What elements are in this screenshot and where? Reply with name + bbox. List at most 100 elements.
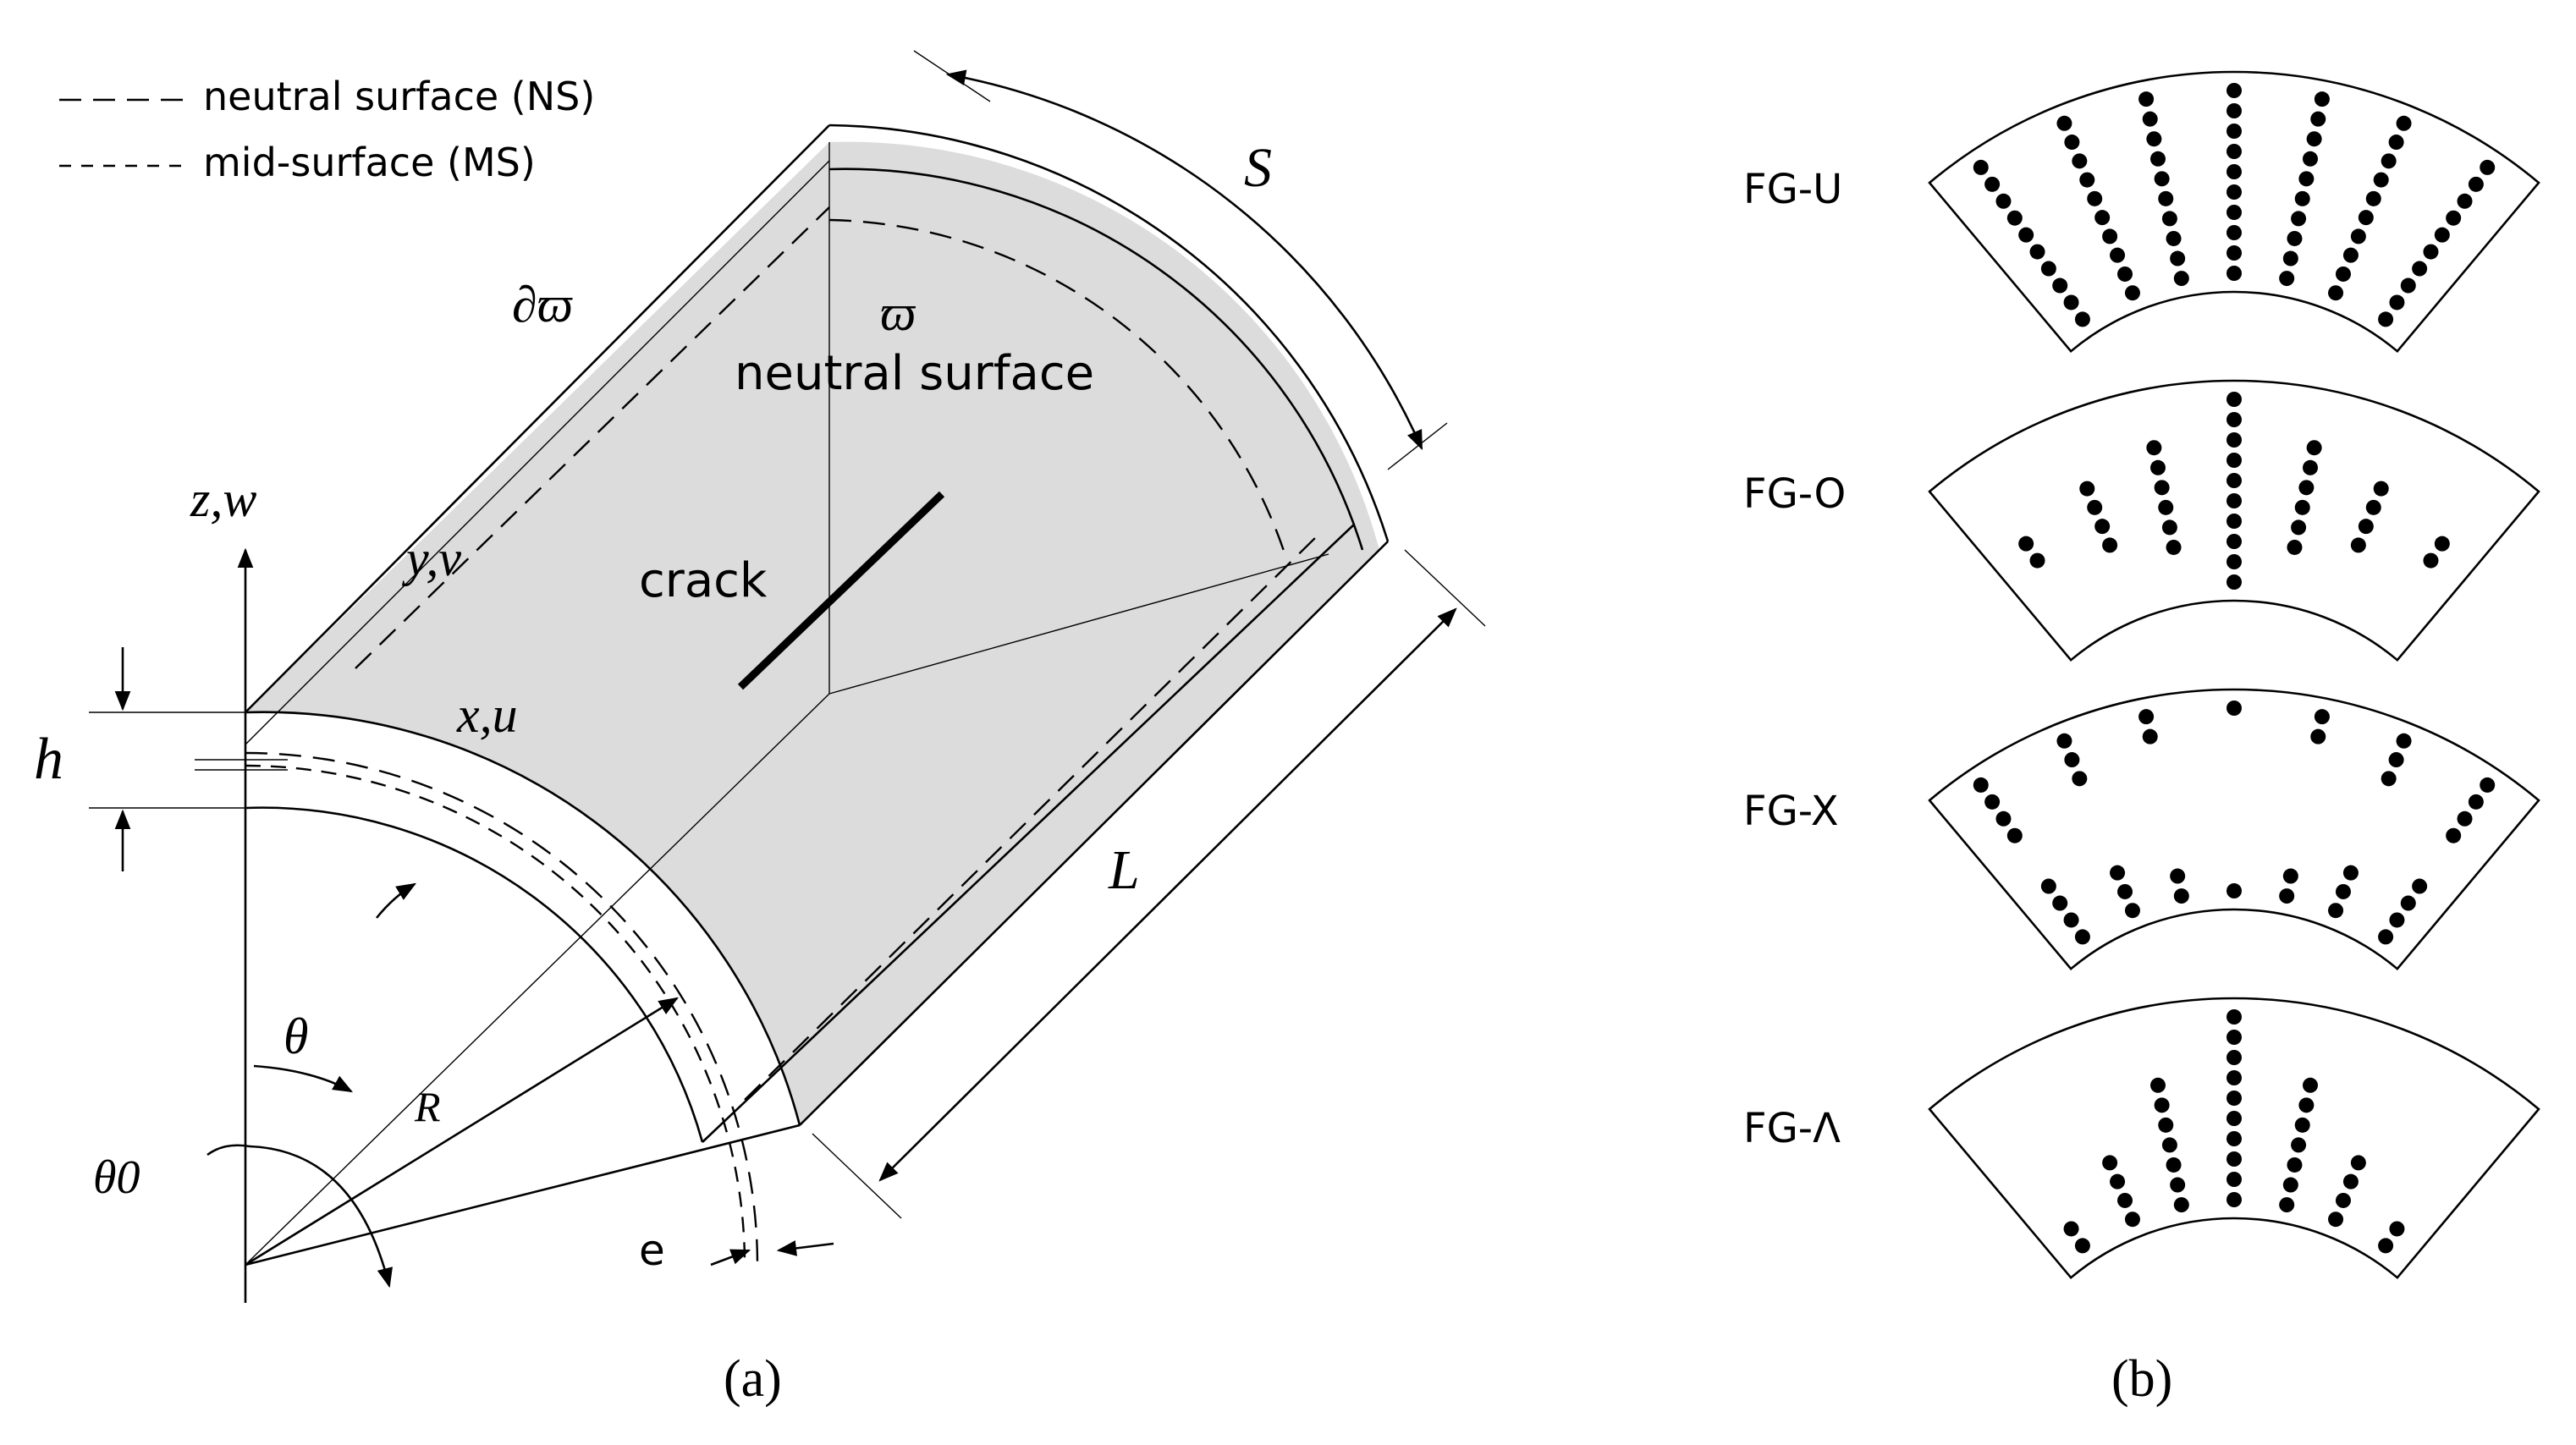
fg-dot (2158, 190, 2174, 206)
fg-dot (2117, 1192, 2133, 1208)
theta-arrow (253, 1064, 354, 1093)
fg-lambda-label: FG-Λ (1743, 1105, 1841, 1152)
outer-arc-front (245, 711, 801, 1126)
fg-dot (2074, 1238, 2090, 1254)
fg-dot (2365, 499, 2381, 515)
fg-dot (1995, 810, 2012, 827)
fg-dot (2124, 285, 2140, 301)
fg-dot (2282, 1177, 2298, 1193)
fg-dot (2056, 115, 2072, 131)
fg-dot (2072, 771, 2088, 787)
s-dimension-arc (945, 69, 1423, 451)
fg-dot (2342, 247, 2359, 263)
inner-arc-front (245, 806, 704, 1143)
fg-dot (2149, 151, 2166, 167)
fg-dot (2226, 554, 2242, 569)
fg-dot (2279, 271, 2295, 287)
fg-dot (2166, 230, 2182, 246)
domain-label: ϖ (880, 285, 916, 341)
fg-dot (2226, 124, 2242, 139)
neutral-surface-fill (245, 141, 1379, 1126)
fg-dot (2161, 1137, 2177, 1153)
fg-dot (2303, 151, 2319, 167)
fg-dot (2124, 903, 2140, 919)
fg-dot (2149, 459, 2166, 475)
fg-dot (2029, 244, 2045, 260)
eccentricity-label: e (639, 1226, 665, 1275)
fg-dot (2298, 480, 2315, 496)
fg-dot (2226, 473, 2242, 488)
e-arrow-right (776, 1240, 834, 1256)
fg-dot (2064, 752, 2080, 768)
fg-dot (2018, 536, 2034, 552)
fg-dot (2282, 250, 2298, 266)
fg-dot (2087, 190, 2103, 206)
fg-dot (1973, 159, 1989, 175)
fg-dot (2226, 1091, 2242, 1106)
fg-dot (2335, 1192, 2351, 1208)
panel-b-caption: (b) (2111, 1350, 2172, 1408)
fg-dot (2226, 1192, 2242, 1207)
l-extension-2 (1404, 549, 1486, 627)
fg-dot (2110, 865, 2126, 881)
fg-dot (2396, 115, 2412, 131)
fg-dot (2468, 794, 2484, 810)
fg-dot (2161, 519, 2177, 536)
fg-dot (2291, 1137, 2307, 1153)
fg-dot (2117, 883, 2133, 899)
fg-dot (2226, 701, 2242, 716)
fg-dot (2226, 1009, 2242, 1025)
fg-dot (2226, 1172, 2242, 1187)
fg-dot (2226, 514, 2242, 529)
fg-dot (2170, 868, 2186, 884)
fg-dot (2314, 709, 2330, 725)
fg-dot (2040, 261, 2056, 277)
s-extension-1 (913, 50, 991, 102)
fg-sectors (1928, 70, 2540, 1280)
fg-dot (2282, 868, 2298, 884)
fg-dot (2335, 883, 2351, 899)
fg-dot (2146, 131, 2162, 147)
fg-dot (2279, 888, 2295, 904)
radius-label: R (414, 1083, 441, 1130)
neutral-surface-label: neutral surface (735, 346, 1094, 401)
fg-dot (2446, 827, 2462, 843)
fg-dot (2335, 266, 2351, 282)
fg-dot (2226, 103, 2242, 118)
fg-dot (2468, 176, 2484, 192)
thickness-label: h (34, 727, 63, 792)
fg-dot (2154, 480, 2170, 496)
fg-dot (2226, 184, 2242, 200)
fg-dot (2457, 193, 2473, 209)
fg-dot (2291, 519, 2307, 536)
fg-dot (2154, 1097, 2170, 1113)
fg-dot (2434, 536, 2450, 552)
fg-dot (2158, 1117, 2174, 1133)
fg-dot (2142, 111, 2158, 127)
fg-dot (2298, 1097, 2315, 1113)
fg-dot (2173, 888, 2189, 904)
fg-dot (2434, 227, 2450, 243)
fg-dot (2166, 1157, 2182, 1173)
fg-dot (2388, 752, 2404, 768)
fg-dot (1973, 777, 1989, 793)
boundary-label: ∂ϖ (512, 277, 574, 332)
fg-dot (2226, 534, 2242, 549)
fg-dot (2124, 1211, 2140, 1228)
fg-dot (2146, 440, 2162, 456)
fg-dot (2389, 294, 2405, 310)
ms-arc-front (245, 764, 746, 1266)
fg-dot (2480, 777, 2496, 793)
fg-dot (2173, 271, 2189, 287)
fg-dot (2381, 153, 2397, 169)
fg-o-label: FG-O (1743, 470, 1846, 518)
x-axis-label: x,u (456, 687, 518, 743)
fg-dot (2303, 459, 2319, 475)
fg-dot (2029, 552, 2045, 569)
fg-dot (2279, 1197, 2295, 1213)
fg-dot (2138, 709, 2155, 725)
ns-arc-front (245, 751, 759, 1266)
fg-dot (2226, 164, 2242, 179)
radial-end (245, 1124, 801, 1266)
fg-dot (2396, 733, 2412, 749)
